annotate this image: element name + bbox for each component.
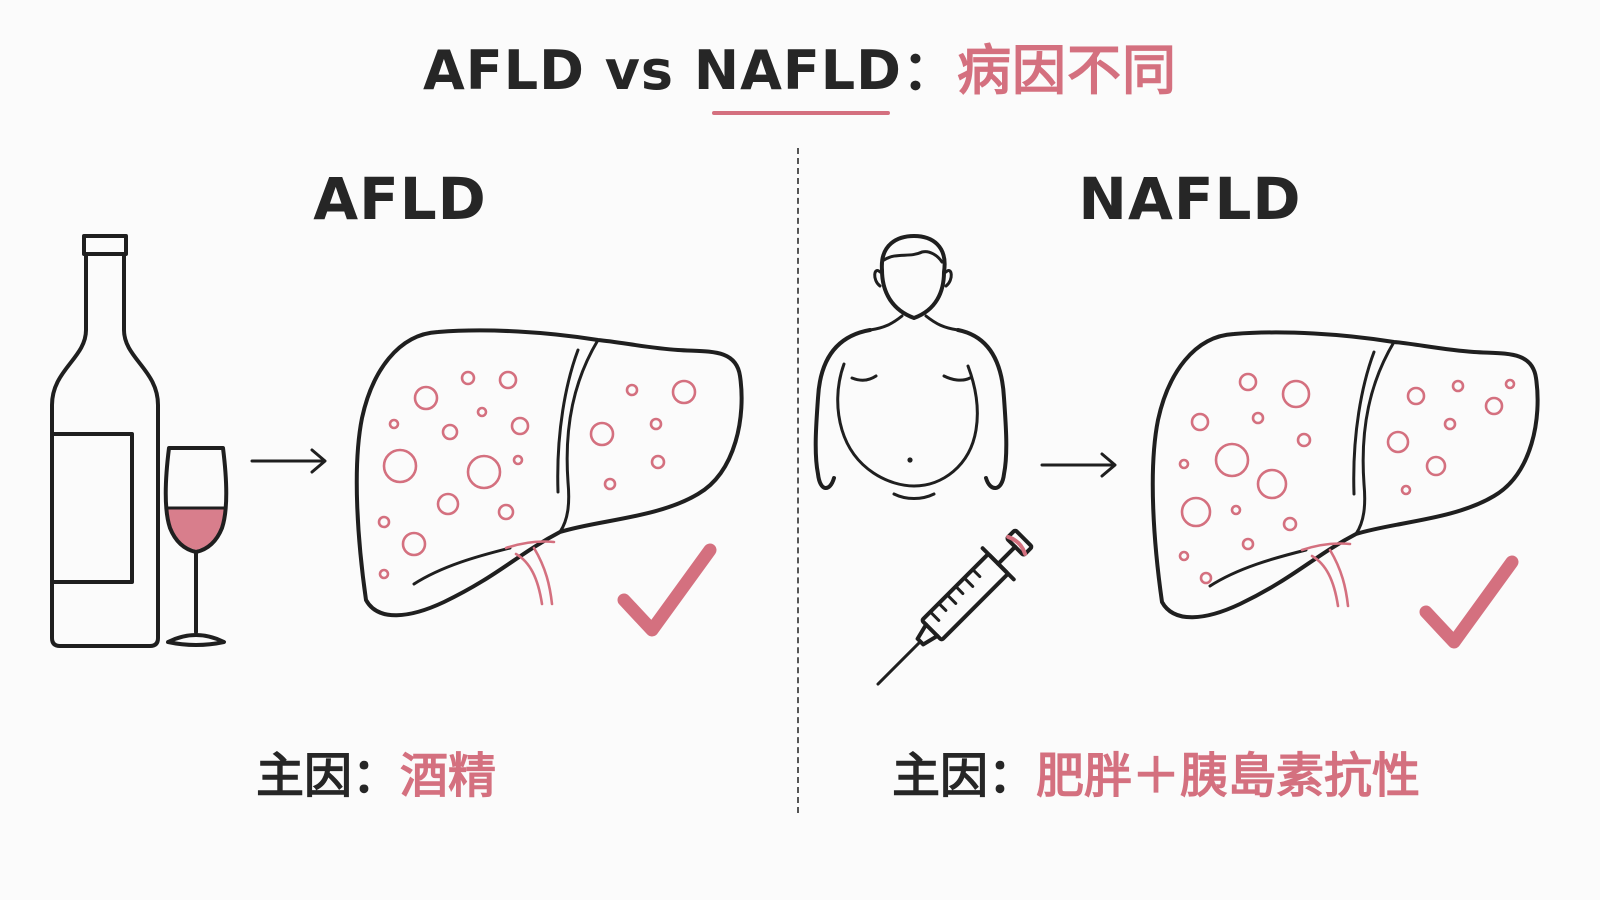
wine-bottle-icon [50,234,160,648]
title-underline [712,111,890,115]
arrow-right-icon [1040,452,1117,478]
afld-cause-value: 酒精 [400,748,497,804]
obese-person-icon [813,234,1009,500]
afld-heading: AFLD [313,165,487,233]
checkmark-icon [1419,555,1519,649]
page-title: AFLD vs NAFLD：病因不同 [0,26,1600,105]
nafld-cause: 主因：肥胖＋胰島素抗性 [892,736,1420,806]
syringe-icon [876,528,1034,686]
title-accent: 病因不同 [956,39,1177,102]
wine-glass-icon [163,446,229,647]
title-main: AFLD vs NAFLD： [423,39,957,102]
fatty-liver-icon [354,328,744,618]
fatty-liver-icon [1150,330,1540,620]
arrow-right-icon [250,448,327,474]
afld-cause-label: 主因： [256,748,401,804]
panel-divider [797,148,799,813]
afld-cause: 主因：酒精 [256,736,496,806]
checkmark-icon [617,543,717,637]
nafld-cause-value: 肥胖＋胰島素抗性 [1036,748,1421,804]
nafld-heading: NAFLD [1078,165,1302,233]
nafld-cause-label: 主因： [892,748,1037,804]
